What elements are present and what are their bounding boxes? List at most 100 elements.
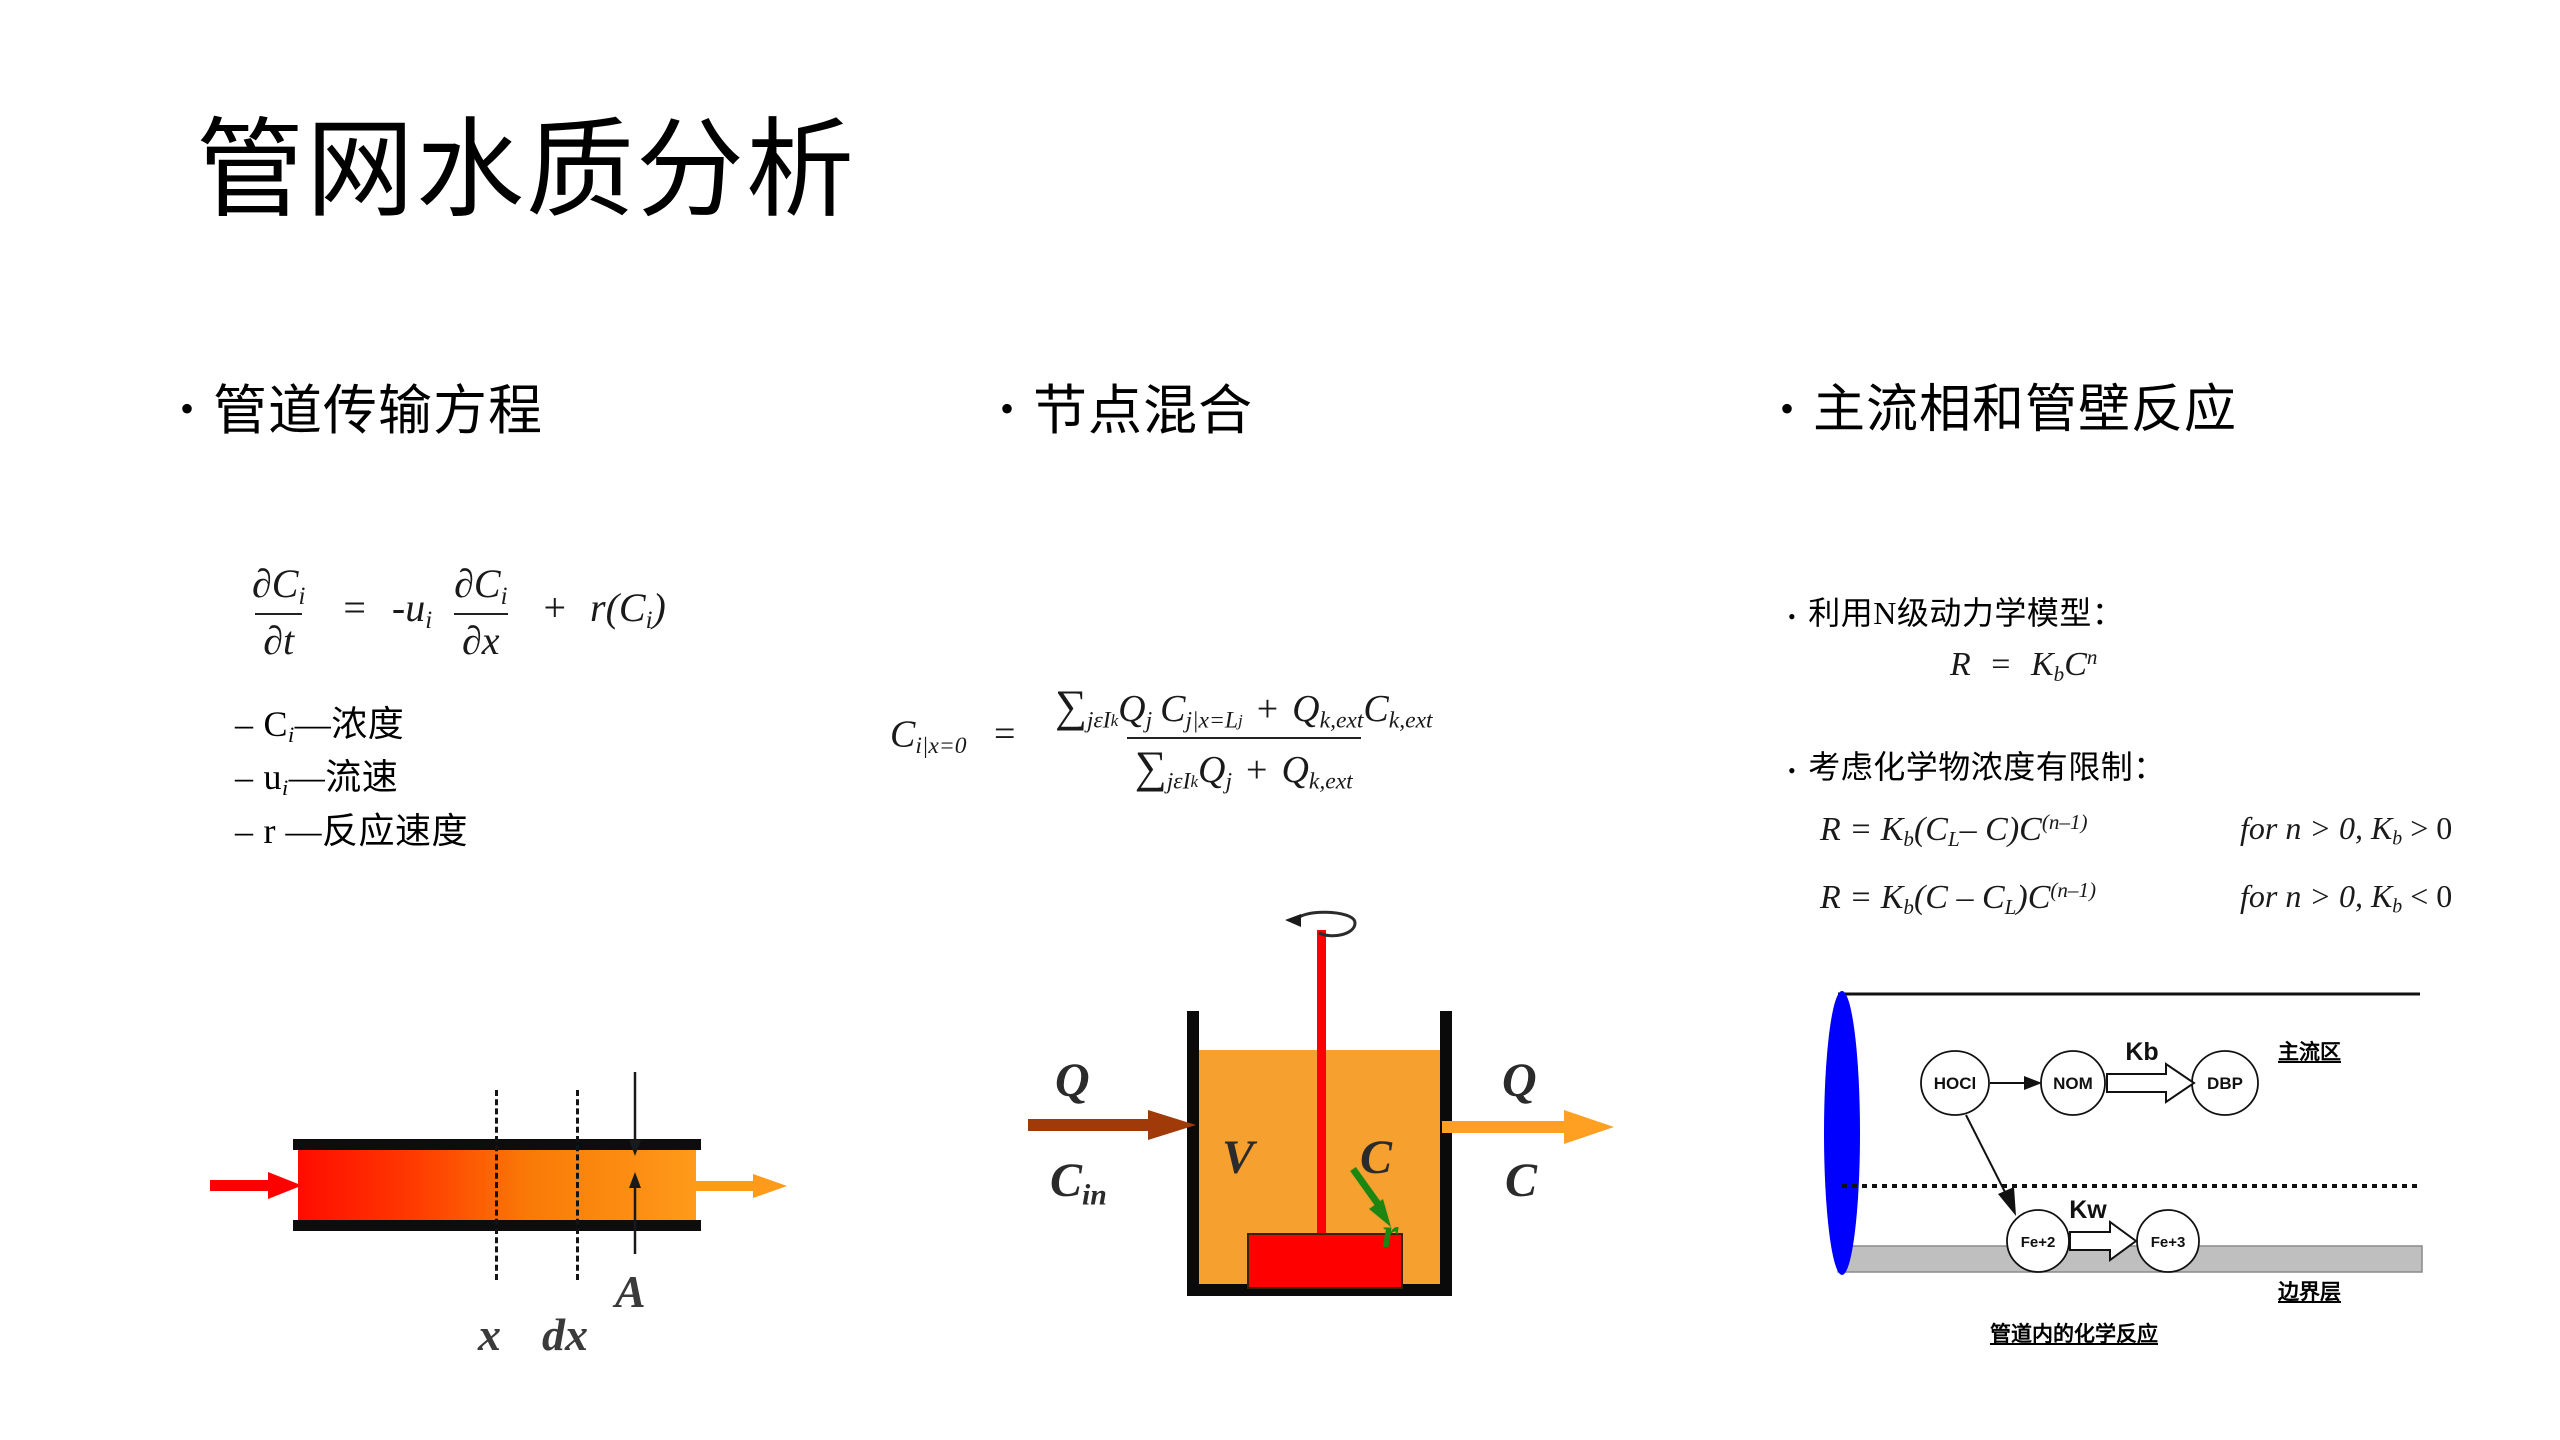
label-concentration: C	[1360, 1131, 1393, 1184]
dash-icon: –	[235, 704, 254, 744]
mix-num-plus: +	[1256, 688, 1279, 730]
stirrer-shaft	[1317, 930, 1326, 1257]
heading-node-mixing: • 节点混合	[1000, 380, 1700, 444]
legend-symbol: C	[263, 704, 289, 744]
pipe-chemistry-svg: HOCl NOM DBP Kb Fe+2 Fe+3 Kw	[1824, 991, 2423, 1275]
legend-symbol: r	[263, 810, 276, 851]
svg-text:Kw: Kw	[2069, 1196, 2107, 1224]
pde-coef-sub: i	[425, 607, 433, 635]
label-inlet-flow: Q	[1055, 1054, 1090, 1107]
stirrer-paddle	[1247, 1233, 1403, 1289]
pipe-chemistry-diagram: HOCl NOM DBP Kb Fe+2 Fe+3 Kw 主流区 边界层	[1820, 988, 2470, 1368]
legend-symbol: u	[263, 757, 282, 798]
lim1-condition: for n > 0, Kb > 0	[2240, 810, 2452, 851]
bullet-dot-icon: •	[1000, 386, 1016, 431]
mix-lhs: C	[890, 713, 916, 756]
legend-text: 流速	[325, 757, 399, 798]
bullet-dot-icon: •	[180, 386, 196, 431]
rotation-arrow-icon	[1285, 910, 1357, 938]
nth-equals: =	[1991, 645, 2011, 683]
lim2-cond-sub: b	[2392, 895, 2403, 918]
heading-text: 主流相和管壁反应	[1813, 382, 2238, 439]
equation-limited-growth: R = Kb(CL– C)C(n–1) for n > 0, Kb > 0	[1820, 810, 2452, 852]
cstr-tank-diagram: Q Cin Q C V C r	[990, 875, 1650, 1395]
outlet-flow-arrow-icon	[695, 1174, 787, 1198]
svg-text:Fe+2: Fe+2	[2021, 1234, 2056, 1251]
lim1-lhs-sub: b	[1903, 826, 1914, 851]
mix-num-c: C	[1160, 688, 1186, 730]
mix-den-plus: +	[1246, 748, 1268, 791]
legend-text: 浓度	[331, 704, 405, 744]
sub-bullet-nth-order: • 利用N级动力学模型：	[1788, 588, 2124, 634]
heading-text: 节点混合	[1033, 381, 1254, 441]
mix-den-q-sub: j	[1225, 768, 1233, 795]
legend-sep: —	[294, 704, 332, 744]
equation-nth-order-kinetics: R = KbCn	[1950, 645, 2097, 687]
mix-num-sum: ∑	[1054, 681, 1087, 731]
svg-text:Kb: Kb	[2125, 1038, 2158, 1066]
legend-symbol-sub: i	[288, 722, 295, 748]
mix-num-c-sub2: j	[1237, 710, 1243, 730]
lim1-lhs: R = K	[1820, 810, 1904, 848]
mix-den-q: Q	[1198, 748, 1226, 791]
legend-text: 反应速度	[322, 810, 469, 851]
lim1-paren: (C	[1913, 810, 1948, 848]
tank-outlet-arrow-icon	[1442, 1110, 1614, 1144]
label-area: A	[615, 1266, 646, 1317]
mix-num-qext-sub: k,ext	[1319, 707, 1364, 734]
label-volume: V	[1222, 1131, 1255, 1184]
label-outlet-conc: C	[1505, 1154, 1538, 1207]
lim2-minus: – C	[1947, 878, 2005, 916]
svg-text:DBP: DBP	[2207, 1074, 2243, 1093]
lim2-cond-main: for n > 0, K	[2240, 878, 2393, 914]
reaction-arrow-icon	[1350, 1166, 1391, 1227]
mix-num-sum-sub2: k	[1110, 710, 1119, 730]
pde-rhs-num-sub: i	[500, 582, 508, 610]
pde-reaction-sub: i	[645, 607, 653, 635]
lim1-cond-tail: > 0	[2402, 810, 2453, 846]
nth-c: C	[2064, 645, 2087, 683]
pde-reaction-close: )	[652, 585, 666, 631]
zone-label-bulk: 主流区	[2278, 1041, 2341, 1064]
label-outlet-flow: Q	[1502, 1054, 1537, 1107]
lim2-cond-tail: < 0	[2402, 878, 2453, 914]
lim2-paren-close: )	[2016, 878, 2028, 916]
mix-num-cext: C	[1363, 688, 1389, 730]
pde-lhs-den: ∂t	[255, 612, 303, 664]
pde-reaction: r(C	[590, 585, 646, 631]
heading-pipe-transport: • 管道传输方程	[180, 380, 870, 444]
lim2-lhs-sub: b	[1903, 894, 1914, 919]
lim2-condition: for n > 0, Kb < 0	[2240, 878, 2452, 919]
mix-num-c-sub: j|x=L	[1185, 707, 1238, 734]
bullet-dot-icon: •	[1788, 758, 1797, 783]
tank-inlet-arrow-icon	[1028, 1110, 1196, 1140]
inlet-conc-symbol: C	[1050, 1154, 1083, 1207]
label-reaction-rate: r	[1382, 1211, 1399, 1257]
svg-text:HOCl: HOCl	[1934, 1074, 1977, 1093]
sub-bullet-limited: • 考虑化学物浓度有限制：	[1788, 742, 2166, 788]
mix-den-sum-sub: jεI	[1166, 768, 1191, 795]
nth-r: R	[1950, 645, 1971, 683]
list-item: –Ci—浓度	[235, 698, 468, 751]
mix-num-qext: Q	[1292, 688, 1320, 730]
diagram-caption: 管道内的化学反应	[1990, 1323, 2158, 1346]
mix-den-sum-sub2: k	[1190, 771, 1199, 791]
mix-equals: =	[994, 713, 1016, 756]
sub-bullet-text: 考虑化学物浓度有限制：	[1808, 749, 2166, 785]
lim1-power: (n–1)	[2041, 810, 2088, 834]
bullet-dot-icon: •	[1788, 604, 1797, 629]
lim2-minus-sub: L	[2004, 894, 2017, 919]
column-pipe-transport: • 管道传输方程 ∂Ci ∂t = -ui ∂Ci ∂x + r(Ci) –Ci…	[180, 380, 870, 1360]
lim2-power: (n–1)	[2050, 878, 2097, 902]
bullet-dot-icon: •	[1780, 386, 1796, 431]
heading-text: 管道传输方程	[213, 381, 544, 441]
pde-lhs-num: ∂C	[252, 561, 299, 606]
mix-den-sum: ∑	[1134, 741, 1167, 792]
mix-num-q: Q	[1118, 688, 1146, 730]
pde-rhs-num: ∂C	[454, 561, 501, 606]
inlet-conc-sub: in	[1082, 1178, 1107, 1212]
dash-icon: –	[235, 757, 254, 798]
pde-coef: -u	[391, 585, 426, 631]
label-dx: dx	[542, 1309, 588, 1360]
